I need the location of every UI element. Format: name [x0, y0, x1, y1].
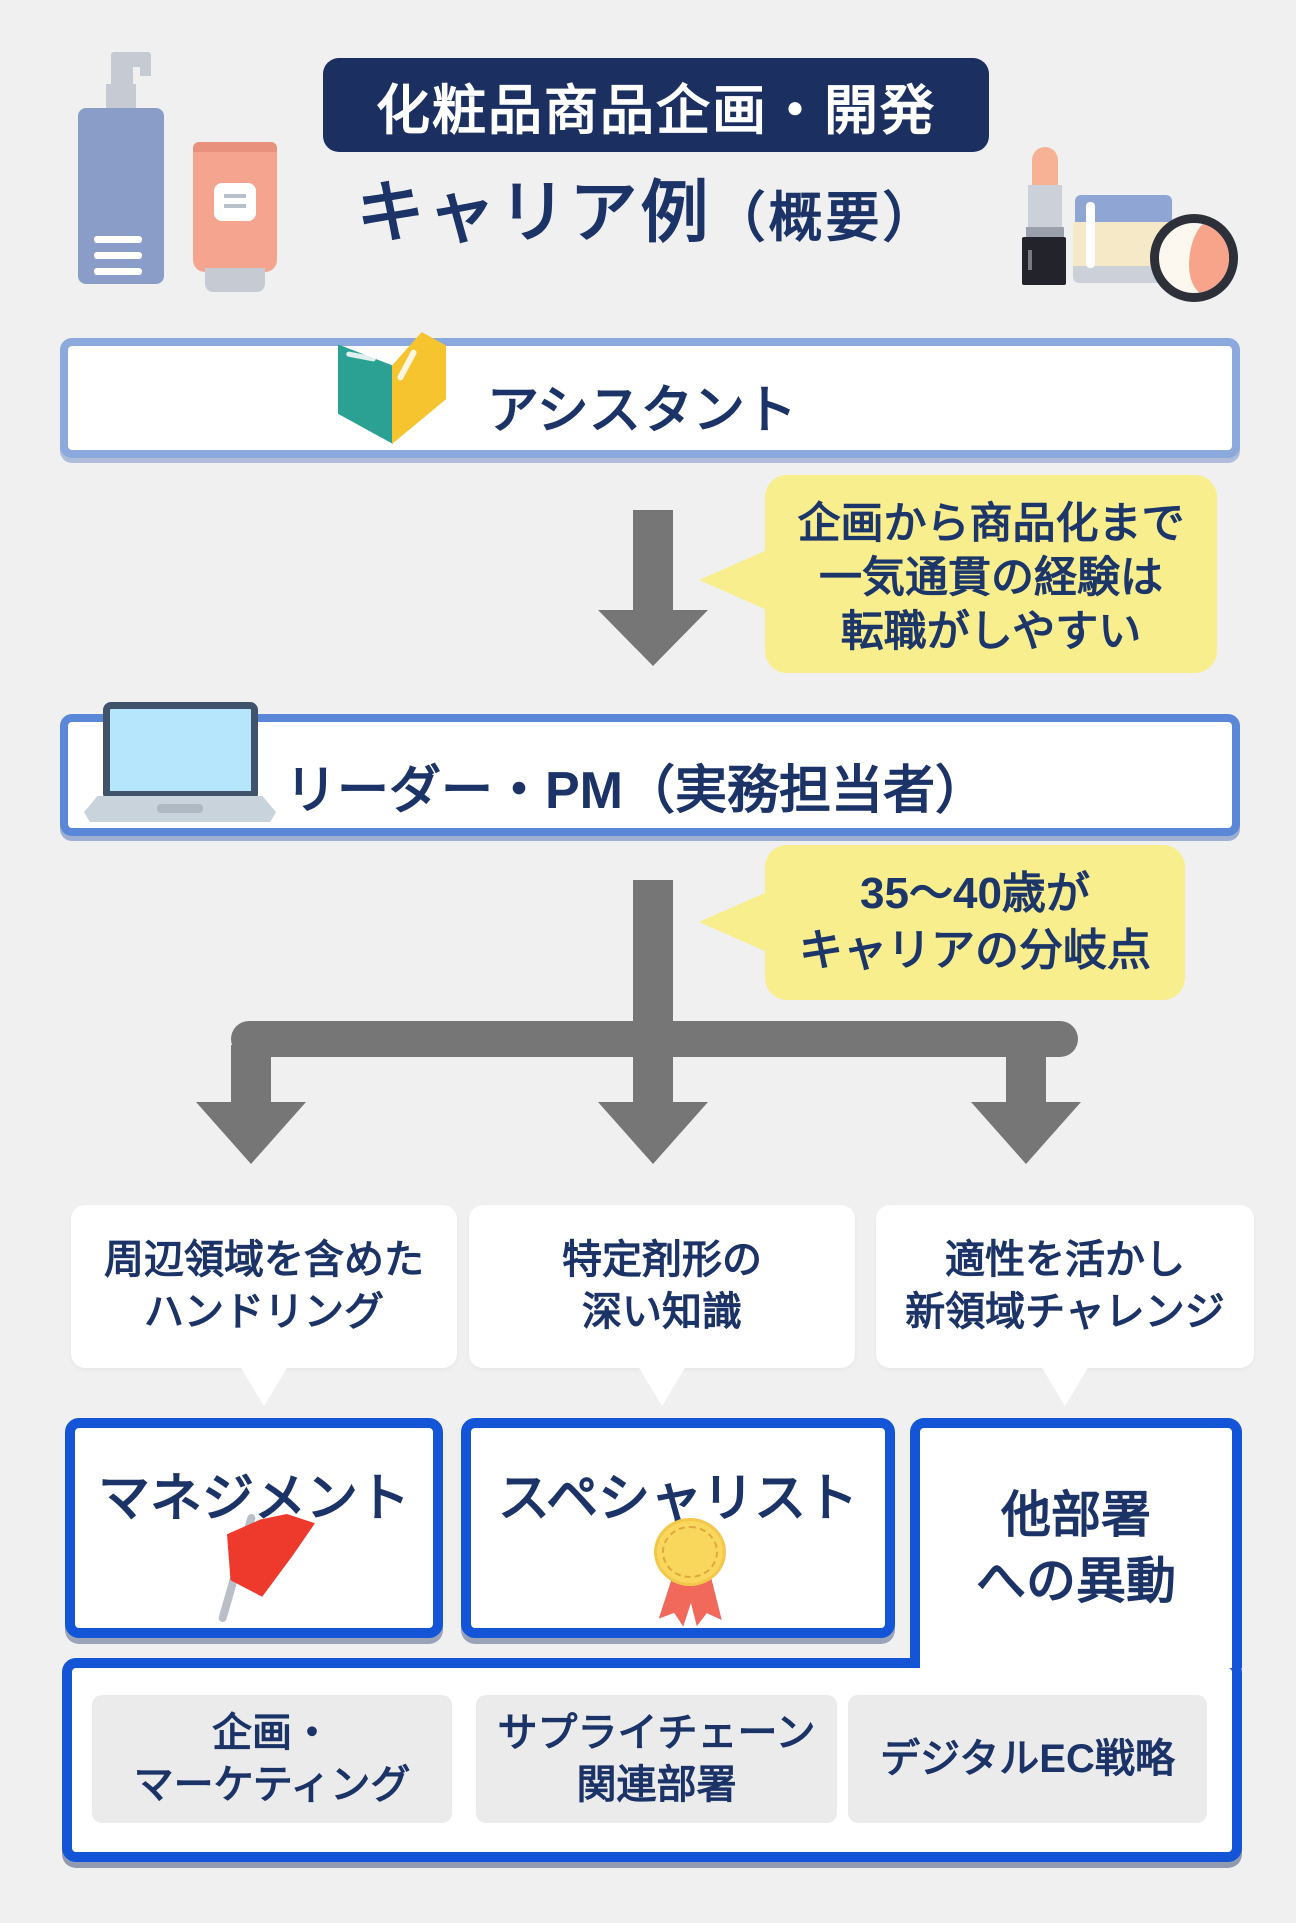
branch-arrow-right: [971, 1102, 1081, 1164]
dept-box-planning-marketing: 企画・ マーケティング: [92, 1695, 452, 1823]
medal-icon: [648, 1518, 734, 1628]
callout-line: 35〜40歳が: [860, 869, 1090, 918]
callout-line: 企画から商品化まで: [797, 500, 1185, 548]
title-badge: 化粧品商品企画・開発: [323, 58, 989, 152]
down-arrow-icon: [633, 510, 673, 614]
path-label-specialist: スペシャリスト: [497, 1470, 859, 1528]
branch-arrow-left: [196, 1102, 306, 1164]
dept-box-digital-ec: デジタルEC戦略: [848, 1695, 1207, 1823]
flag-icon: [205, 1512, 315, 1632]
path-box-transfer: 他部署 への異動: [910, 1418, 1242, 1668]
branch-note-specialist: 特定剤形の 深い知識: [469, 1205, 855, 1406]
branch-note-transfer: 適性を活かし 新領域チャレンジ: [876, 1205, 1254, 1406]
stage-label-leader-pm: リーダー・PM（実務担当者）: [285, 762, 988, 820]
callout-turning-point: 35〜40歳が キャリアの分岐点: [699, 845, 1185, 1000]
note-tail: [240, 1366, 288, 1406]
page-title-paren: （概要）: [711, 188, 940, 248]
page-title-main: キャリア例: [356, 175, 712, 251]
down-arrow-head: [598, 610, 708, 666]
note-tail: [638, 1366, 686, 1406]
path-box-management: マネジメント: [65, 1418, 443, 1638]
callout-tail: [699, 892, 767, 952]
path-label-transfer: 他部署 への異動: [976, 1487, 1176, 1609]
beginner-book-icon: [338, 332, 446, 444]
title-badge-text: 化粧品商品企画・開発: [376, 80, 936, 141]
stage-label-assistant: アシスタント: [487, 382, 797, 440]
callout-line: 転職がしやすい: [840, 608, 1142, 656]
laptop-icon: [84, 700, 276, 825]
callout-experience: 企画から商品化まで 一気通貫の経験は 転職がしやすい: [699, 475, 1217, 673]
mirror: [1150, 214, 1238, 302]
branch-note-management: 周辺領域を含めた ハンドリング: [71, 1205, 457, 1406]
callout-line: キャリアの分岐点: [799, 926, 1151, 975]
callout-tail: [699, 550, 767, 610]
callout-line: 一気通貫の経験は: [819, 554, 1163, 602]
dept-box-supply-chain: サプライチェーン 関連部署: [476, 1695, 837, 1823]
stage-box-assistant: [60, 338, 1240, 458]
page-title: キャリア例（概要）: [0, 168, 1296, 258]
note-tail: [1041, 1366, 1089, 1406]
branch-arrow-middle: [598, 1102, 708, 1164]
